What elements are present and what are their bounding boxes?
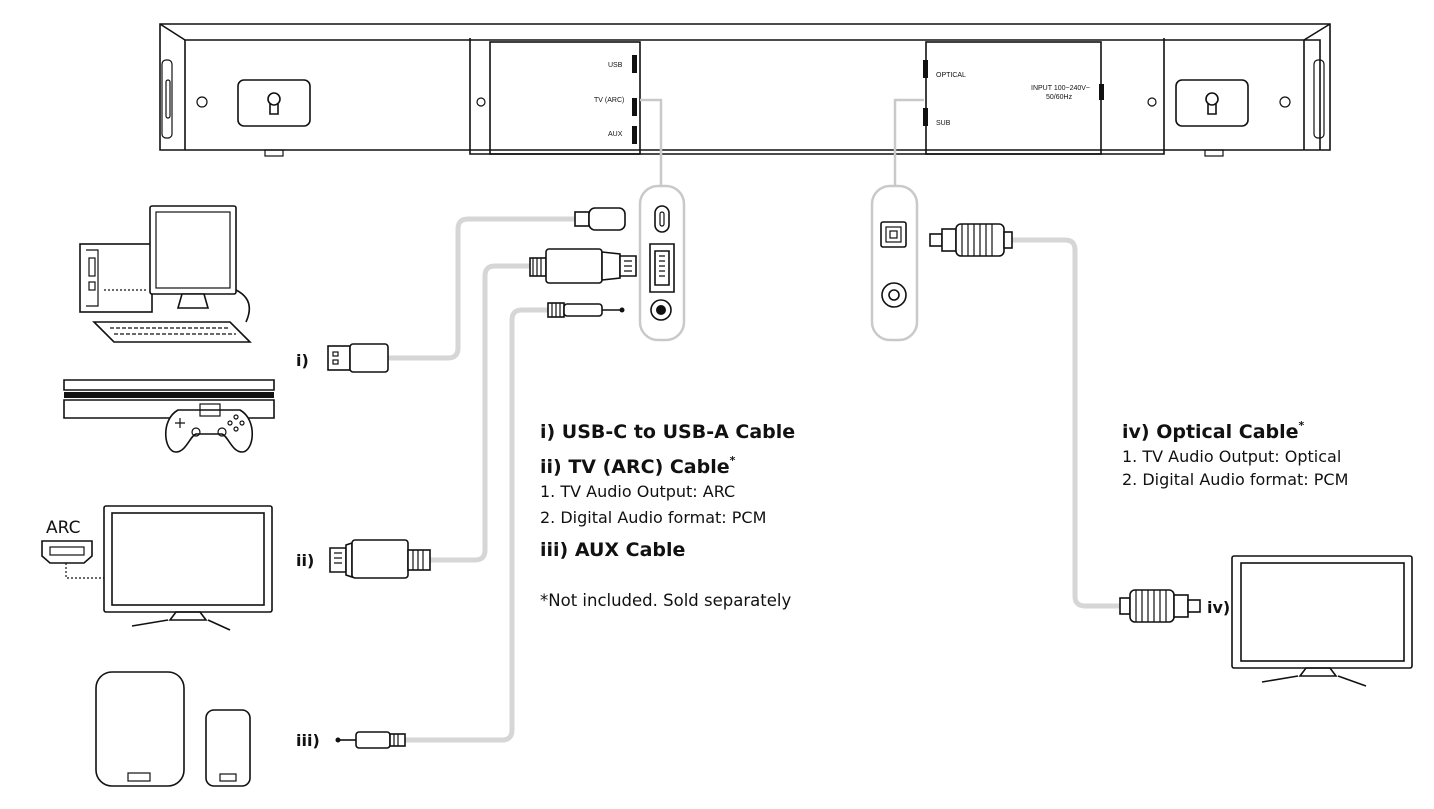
hdmi-plug-bottom (329, 539, 431, 579)
port-label-usb: USB (608, 62, 623, 69)
optical-step-1: 1. TV Audio Output: Optical (1122, 447, 1342, 466)
arc-step-1: 1. TV Audio Output: ARC (540, 482, 736, 501)
callout-right (870, 98, 924, 342)
aux-plug-bottom (335, 731, 406, 749)
tablet-icon (95, 671, 185, 787)
aux-port-icon (650, 299, 672, 321)
tv-right-icon (1231, 555, 1413, 687)
arc-cable-title: ii) TV (ARC) Cable* (540, 454, 736, 478)
label-i: i) (296, 351, 309, 370)
hdmi-port-icon (649, 243, 675, 293)
usb-c-plug (574, 207, 626, 231)
arc-not-included-mark: * (729, 454, 736, 467)
soundbar: USB TV (ARC) AUX OPTICAL SUB INPUT 100~2… (159, 23, 1331, 157)
label-iv: iv) (1207, 598, 1230, 617)
port-label-aux: AUX (608, 131, 623, 138)
optical-port-icon (880, 221, 907, 248)
optical-plug-top (929, 223, 1013, 257)
power-rating-line2: 50/60Hz (1046, 94, 1073, 101)
cable-hdmi (427, 263, 533, 563)
optical-step-2: 2. Digital Audio format: PCM (1122, 470, 1349, 489)
hdmi-plug-top (529, 248, 637, 284)
callout-left (638, 98, 686, 342)
label-arc-port: ARC (46, 518, 80, 538)
arc-step-2: 2. Digital Audio format: PCM (540, 508, 767, 527)
port-label-sub: SUB (936, 120, 951, 127)
power-rating-line1: INPUT 100~240V~ (1031, 85, 1090, 92)
aux-plug-top (547, 302, 625, 318)
sub-port-icon (881, 282, 907, 308)
usb-cable-title: i) USB-C to USB-A Cable (540, 421, 796, 443)
game-console-icon (63, 379, 275, 453)
cable-optical (1007, 237, 1123, 609)
usb-a-plug (327, 343, 389, 373)
optical-cable-title-text: iv) Optical Cable (1122, 421, 1299, 443)
port-label-optical: OPTICAL (936, 72, 966, 79)
optical-cable-title: iv) Optical Cable* (1122, 419, 1305, 443)
optical-plug-bottom (1119, 589, 1201, 623)
wall-mount-right (1175, 79, 1249, 127)
port-label-tv-arc: TV (ARC) (594, 97, 624, 104)
usb-c-port-icon (654, 205, 670, 233)
arc-cable-title-text: ii) TV (ARC) Cable (540, 456, 730, 478)
tv-left-icon (41, 505, 273, 631)
label-iii: iii) (296, 731, 320, 750)
phone-icon (205, 709, 251, 787)
wall-mount-left (237, 79, 311, 127)
not-included-footnote: *Not included. Sold separately (540, 591, 792, 610)
optical-not-included-mark: * (1298, 419, 1305, 432)
cable-aux (402, 307, 551, 743)
label-ii: ii) (296, 551, 314, 570)
aux-cable-title: iii) AUX Cable (540, 539, 686, 561)
cable-usb (387, 216, 578, 361)
computer-icon (79, 205, 252, 343)
